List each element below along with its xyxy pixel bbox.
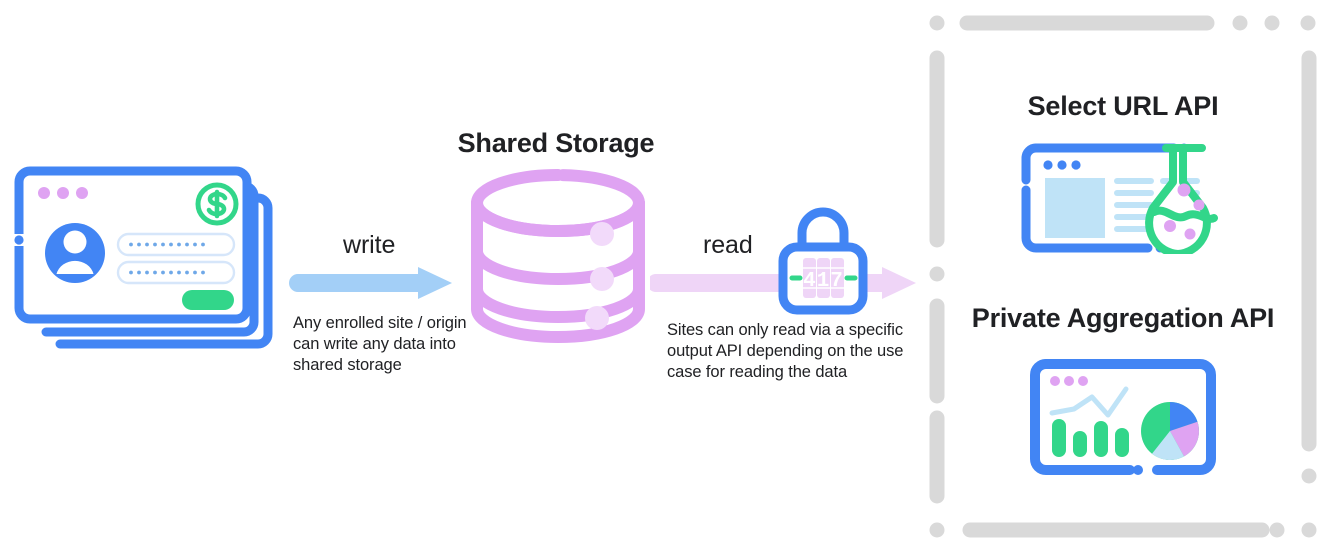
database-dot-3 (585, 306, 609, 330)
database-dot-1 (590, 222, 614, 246)
user-avatar-icon (45, 223, 105, 283)
lock-icon: 417 (777, 203, 869, 320)
select-url-api-title: Select URL API (1027, 91, 1219, 121)
output-apis-panel: Select URL API (920, 6, 1326, 548)
database-dot-2 (590, 267, 614, 291)
write-caption: Any enrolled site / origin can write any… (293, 314, 467, 374)
password-field-2 (116, 260, 236, 285)
browser-window-stack-svg (14, 166, 273, 349)
browser-window-stack (14, 166, 286, 366)
browser-with-charts-icon (1030, 359, 1216, 481)
database-cylinder-icon (466, 166, 646, 351)
window-dot-3 (76, 187, 88, 199)
flask-icon (1145, 144, 1218, 254)
dollar-circle-icon (195, 182, 239, 226)
shared-storage-title: Shared Storage (457, 128, 655, 158)
lock-dials: 417 (803, 258, 844, 298)
write-arrow-label: write (343, 231, 396, 259)
password-field-1 (116, 232, 236, 257)
browser-with-flask-icon (1018, 142, 1233, 254)
private-aggregation-api-title: Private Aggregation API (971, 303, 1275, 333)
window-dot-1 (38, 187, 50, 199)
window-dot-2 (57, 187, 69, 199)
read-caption: Sites can only read via a specific outpu… (667, 321, 904, 381)
lock-digits: 417 (803, 270, 844, 293)
submit-button (182, 290, 234, 310)
bar-series (1052, 419, 1129, 457)
read-arrow-label: read (703, 231, 753, 259)
pie-chart (1141, 402, 1199, 460)
panel-dashed-border (929, 15, 1317, 538)
write-arrow (289, 266, 461, 305)
